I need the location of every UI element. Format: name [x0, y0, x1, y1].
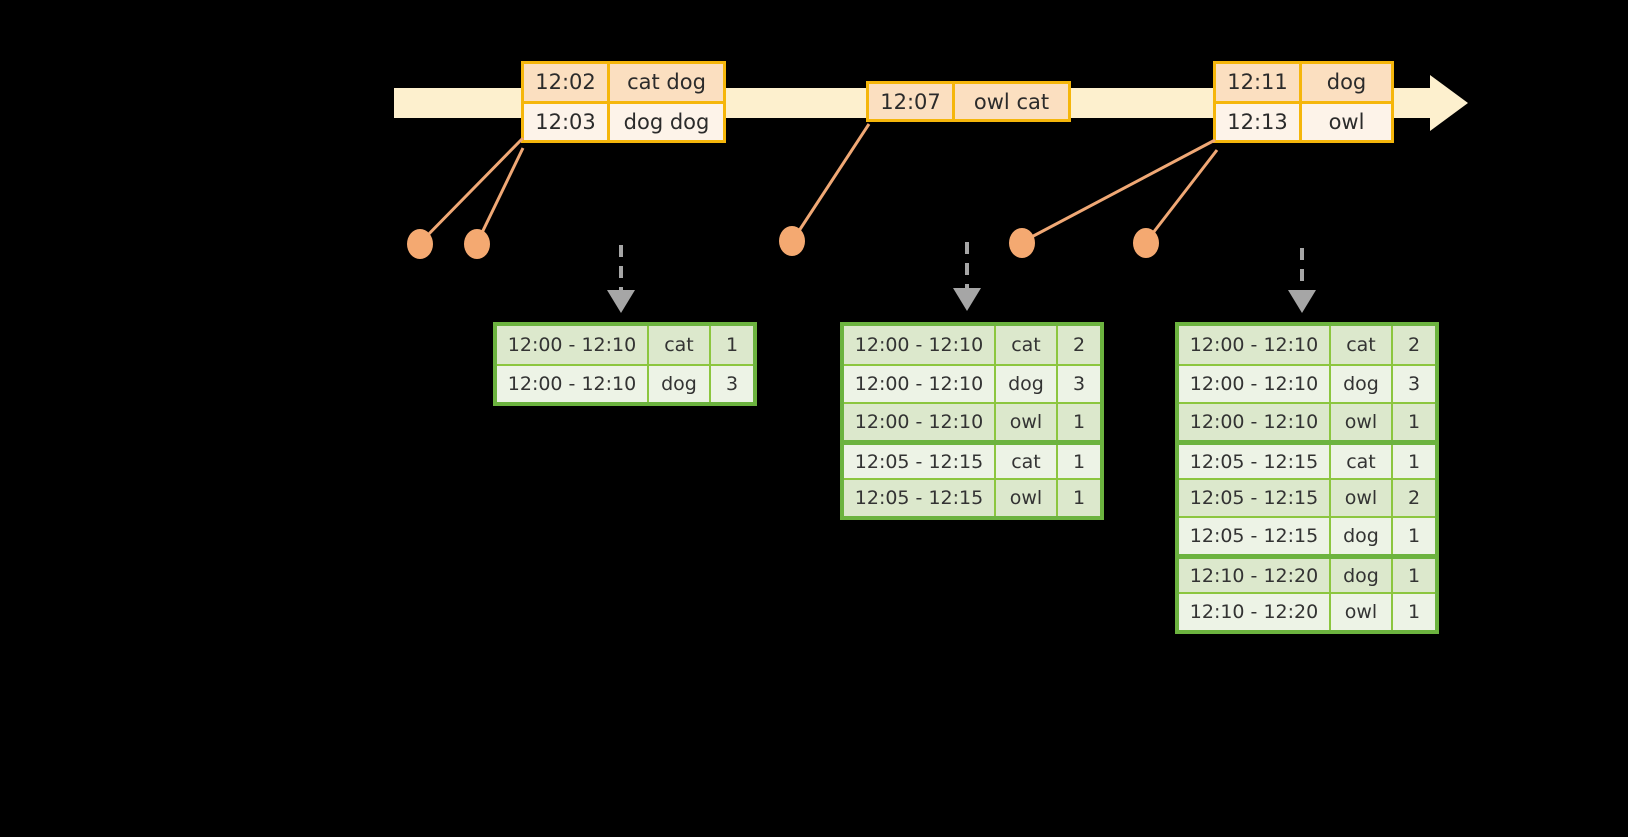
count-cell: 1 [1407, 411, 1421, 433]
emit-arrowheads [607, 288, 1316, 313]
event-time: 12:13 [1216, 103, 1302, 140]
count-cell: 1 [1407, 564, 1421, 587]
window-cell: 12:00 - 12:10 [1179, 404, 1331, 440]
key-cell: owl [996, 480, 1058, 516]
table-row: 12:05 - 12:15 owl 2 [1179, 478, 1435, 516]
count-cell: 1 [725, 334, 739, 356]
window-cell: 12:05 - 12:15 [1179, 445, 1331, 478]
key-cell: cat [996, 445, 1058, 478]
count-cell: 1 [1407, 525, 1421, 547]
table-row: 12:00 - 12:10 owl 1 [1179, 402, 1435, 440]
event-words: dog [1326, 70, 1367, 95]
event-box-group-3[interactable]: 12:11 dog 12:13 owl [1213, 61, 1394, 143]
event-words: dog dog [623, 109, 710, 134]
event-dot [1133, 228, 1159, 258]
table-row: 12:00 - 12:10 dog 3 [1179, 364, 1435, 402]
connector-line-3 [791, 123, 871, 241]
event-time: 12:11 [1216, 64, 1302, 101]
key-cell: dog [1331, 559, 1393, 592]
event-time: 12:03 [524, 103, 610, 140]
event-dot [407, 229, 433, 259]
window-cell: 12:05 - 12:15 [844, 445, 996, 478]
table-row: 12:00 - 12:10 cat 1 [497, 326, 753, 364]
count-cell: 1 [1407, 450, 1421, 473]
timeline-arrowhead [1430, 75, 1468, 131]
count-cell: 2 [1407, 334, 1421, 356]
table-row: 12:00 - 12:10 dog 3 [844, 364, 1100, 402]
key-cell: dog [996, 366, 1058, 402]
event-row: 12:07 owl cat [869, 84, 1068, 119]
event-box-group-2[interactable]: 12:07 owl cat [866, 81, 1071, 122]
count-cell: 1 [1072, 411, 1086, 433]
event-row: 12:11 dog [1216, 64, 1391, 101]
table-row: 12:10 - 12:20 dog 1 [1179, 554, 1435, 592]
window-cell: 12:10 - 12:20 [1179, 559, 1331, 592]
event-row: 12:13 owl [1216, 100, 1391, 140]
table-row: 12:05 - 12:15 cat 1 [844, 440, 1100, 478]
count-cell: 3 [725, 373, 739, 395]
key-cell: owl [996, 404, 1058, 440]
table-row: 12:00 - 12:10 dog 3 [497, 364, 753, 402]
key-cell: dog [1331, 518, 1393, 554]
count-cell: 2 [1407, 487, 1421, 509]
window-cell: 12:00 - 12:10 [1179, 326, 1331, 364]
event-time: 12:02 [524, 64, 610, 101]
window-cell: 12:05 - 12:15 [1179, 518, 1331, 554]
count-cell: 3 [1407, 373, 1421, 395]
key-cell: owl [1331, 480, 1393, 516]
emit-arrowhead-1 [607, 290, 635, 313]
event-dots [407, 226, 1159, 259]
table-row: 12:05 - 12:15 dog 1 [1179, 516, 1435, 554]
window-cell: 12:00 - 12:10 [497, 326, 649, 364]
window-cell: 12:00 - 12:10 [844, 366, 996, 402]
event-row: 12:03 dog dog [524, 100, 723, 140]
count-cell: 2 [1072, 334, 1086, 356]
event-words: owl cat [973, 89, 1050, 114]
window-cell: 12:00 - 12:10 [844, 326, 996, 364]
window-cell: 12:05 - 12:15 [844, 480, 996, 516]
emit-arrowhead-3 [1288, 290, 1316, 313]
event-dot [1009, 228, 1035, 258]
table-row: 12:00 - 12:10 owl 1 [844, 402, 1100, 440]
event-words: owl [1328, 109, 1365, 134]
key-cell: cat [1331, 326, 1393, 364]
connector-line-1 [418, 136, 525, 245]
window-cell: 12:00 - 12:10 [497, 366, 649, 402]
key-cell: owl [1331, 404, 1393, 440]
key-cell: cat [996, 326, 1058, 364]
count-cell: 1 [1407, 601, 1421, 623]
window-cell: 12:00 - 12:10 [1179, 366, 1331, 402]
emit-arrowhead-2 [953, 288, 981, 311]
key-cell: cat [649, 326, 711, 364]
key-cell: dog [649, 366, 711, 402]
event-words: cat dog [627, 70, 706, 95]
key-cell: owl [1331, 594, 1393, 630]
event-dot [464, 229, 490, 259]
table-row: 12:05 - 12:15 owl 1 [844, 478, 1100, 516]
count-cell: 1 [1072, 450, 1086, 473]
key-cell: cat [1331, 445, 1393, 478]
event-row: 12:02 cat dog [524, 64, 723, 101]
count-cell: 3 [1072, 373, 1086, 395]
table-row: 12:10 - 12:20 owl 1 [1179, 592, 1435, 630]
table-row: 12:00 - 12:10 cat 2 [844, 326, 1100, 364]
connector-line-5 [1144, 149, 1219, 243]
result-table-3[interactable]: 12:00 - 12:10 cat 2 12:00 - 12:10 dog 3 … [1175, 322, 1439, 634]
key-cell: dog [1331, 366, 1393, 402]
table-row: 12:00 - 12:10 cat 2 [1179, 326, 1435, 364]
event-dot [779, 226, 805, 256]
result-table-1[interactable]: 12:00 - 12:10 cat 1 12:00 - 12:10 dog 3 [493, 322, 757, 406]
window-cell: 12:05 - 12:15 [1179, 480, 1331, 516]
window-cell: 12:10 - 12:20 [1179, 594, 1331, 630]
table-row: 12:05 - 12:15 cat 1 [1179, 440, 1435, 478]
result-table-2[interactable]: 12:00 - 12:10 cat 2 12:00 - 12:10 dog 3 … [840, 322, 1104, 520]
connector-line-4 [1021, 138, 1216, 244]
event-box-group-1[interactable]: 12:02 cat dog 12:03 dog dog [521, 61, 726, 143]
event-time: 12:07 [869, 84, 955, 119]
window-cell: 12:00 - 12:10 [844, 404, 996, 440]
connector-line-2 [475, 147, 525, 244]
count-cell: 1 [1072, 487, 1086, 509]
